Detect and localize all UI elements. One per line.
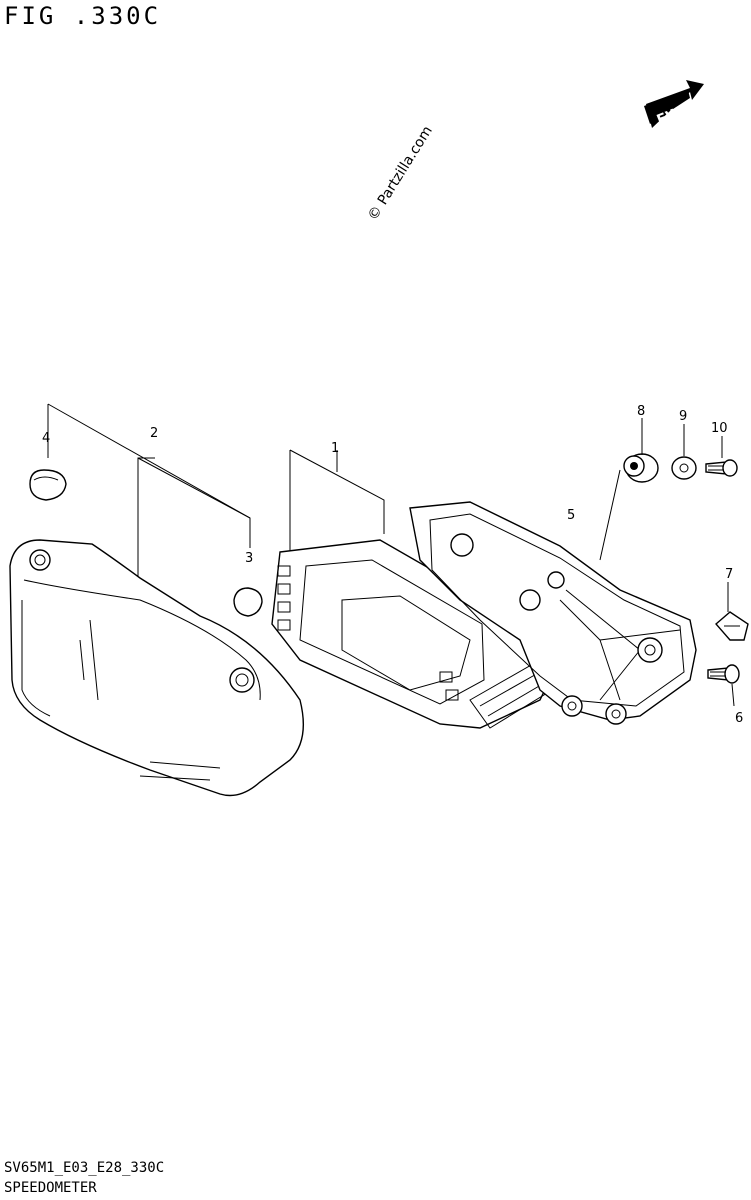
part-9-washer [671, 424, 697, 480]
callout-8: 8 [637, 404, 645, 419]
figure-title: FIG .330C [4, 2, 162, 30]
part-2-cover [9, 539, 305, 797]
callout-4: 4 [42, 431, 50, 446]
section-name: SPEEDOMETER [4, 1180, 97, 1196]
diagram-code: SV65M1_E03_E28_330C [4, 1160, 165, 1176]
callout-2: 2 [150, 426, 158, 441]
part-7-clip [715, 582, 749, 641]
callout-7: 7 [725, 567, 733, 582]
part-5-case [409, 501, 697, 725]
callout-1: 1 [331, 441, 339, 456]
callout-3: 3 [245, 551, 253, 566]
callout-5: 5 [567, 508, 575, 523]
fwd-arrow-icon: FWD [644, 80, 704, 129]
leader-lines-2-3-4 [47, 403, 251, 576]
part-6-screw [707, 664, 740, 707]
part-8-damper [599, 418, 659, 561]
part-3-grommet [233, 587, 263, 617]
callout-10: 10 [711, 421, 728, 436]
part-4-cap [29, 469, 67, 501]
callout-6: 6 [735, 711, 743, 726]
part-1-meter [271, 539, 557, 729]
callout-9: 9 [679, 409, 687, 424]
leader-lines-1 [289, 449, 385, 556]
part-10-screw [705, 436, 738, 477]
